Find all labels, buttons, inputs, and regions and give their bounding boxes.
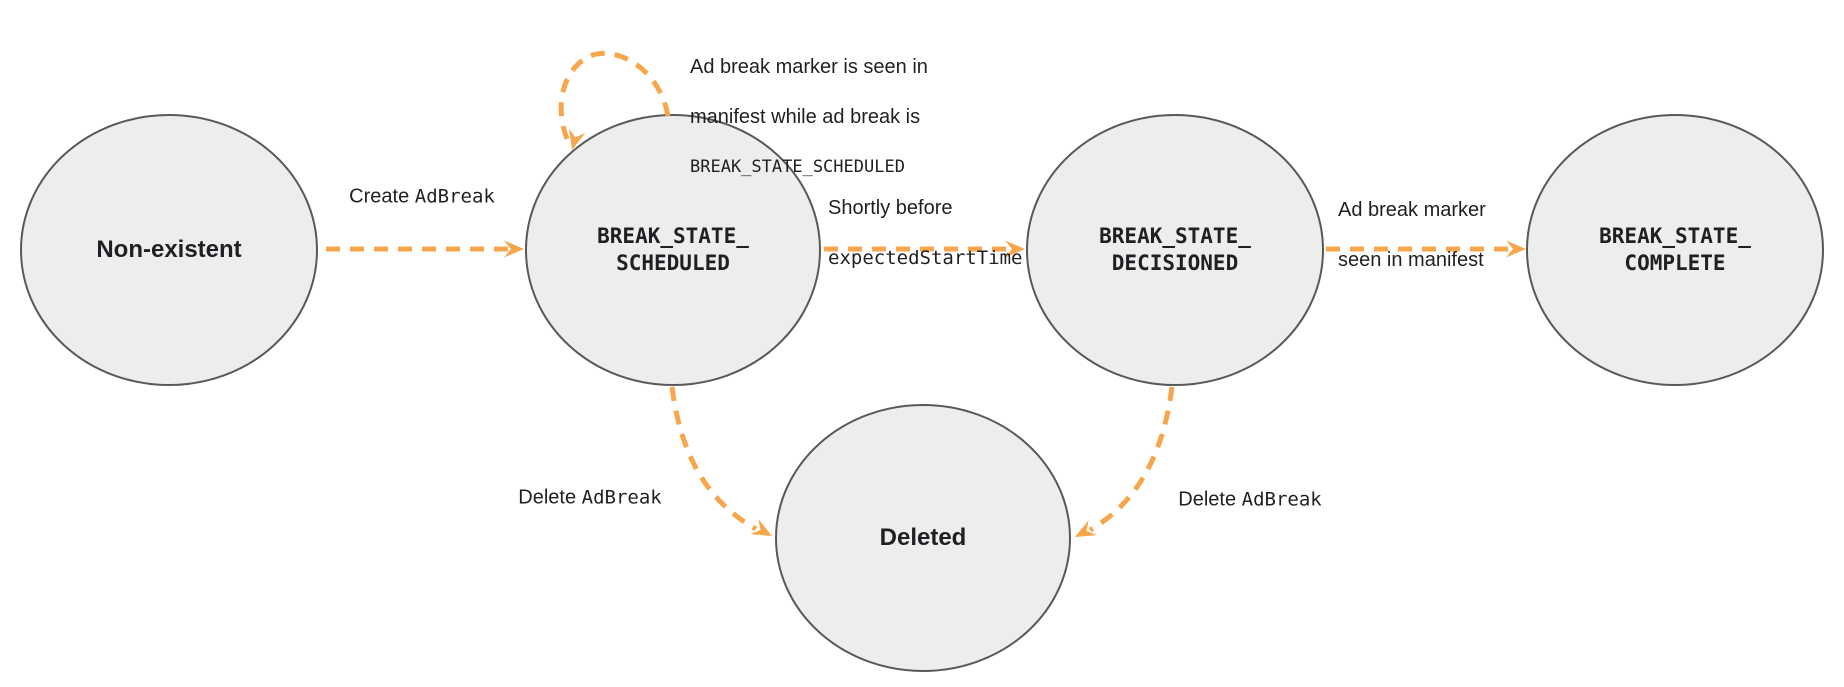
arrowhead-delete-left-icon xyxy=(750,519,772,536)
edge-label-marker-seen-line1: Ad break marker xyxy=(1338,199,1486,221)
state-label-complete: BREAK_STATE_ COMPLETE xyxy=(1599,224,1751,275)
edge-label-marker-seen: Ad break marker seen in manifest xyxy=(1338,173,1486,298)
edge-label-shortly: Shortly before expectedStartTime xyxy=(828,171,1022,296)
state-node-complete xyxy=(1526,114,1824,386)
state-label-deleted: Deleted xyxy=(879,524,967,551)
edge-label-delete-left-code: AdBreak xyxy=(581,486,662,509)
edge-label-delete-right: Delete AdBreak xyxy=(1178,488,1321,513)
edge-label-marker-seen-line2: seen in manifest xyxy=(1338,249,1484,271)
edge-label-shortly-code: expectedStartTime xyxy=(828,247,1023,269)
edge-label-delete-right-code: AdBreak xyxy=(1241,488,1322,511)
edge-label-create-code: AdBreak xyxy=(414,185,495,208)
edge-label-create-text: Create xyxy=(349,185,415,208)
edge-label-delete-left-text: Delete xyxy=(518,486,582,509)
state-node-non-existent xyxy=(20,114,318,386)
edge-label-create: Create AdBreak xyxy=(349,185,495,210)
state-label-non-existent: Non-existent xyxy=(96,236,242,263)
state-label-decisioned: BREAK_STATE_ DECISIONED xyxy=(1099,224,1251,275)
edge-label-delete-right-text: Delete xyxy=(1178,488,1242,511)
arrowhead-delete-right-icon xyxy=(1075,520,1097,537)
edge-label-shortly-text: Shortly before xyxy=(828,197,953,219)
edge-label-self-loop-line2: manifest while ad break is xyxy=(690,106,921,128)
edge-label-self-loop-line1: Ad break marker is seen in xyxy=(690,56,928,78)
arrowhead-create-icon xyxy=(504,240,524,258)
transition-arrow-self-loop xyxy=(558,50,671,140)
state-label-scheduled: BREAK_STATE_ SCHEDULED xyxy=(597,224,749,275)
arrowhead-self-loop-icon xyxy=(568,128,586,150)
state-node-decisioned xyxy=(1026,114,1324,386)
state-node-scheduled xyxy=(525,114,821,386)
edge-label-self-loop-code: BREAK_STATE_SCHEDULED xyxy=(690,157,905,177)
edge-label-delete-left: Delete AdBreak xyxy=(518,486,661,511)
arrowhead-shortly-icon xyxy=(1005,240,1025,258)
edge-label-self-loop: Ad break marker is seen in manifest whil… xyxy=(690,30,928,205)
state-node-deleted xyxy=(775,404,1071,672)
arrowhead-marker-seen-icon xyxy=(1506,240,1526,258)
transition-arrow-delete-left xyxy=(669,386,758,532)
transition-arrow-delete-right xyxy=(1088,386,1175,533)
